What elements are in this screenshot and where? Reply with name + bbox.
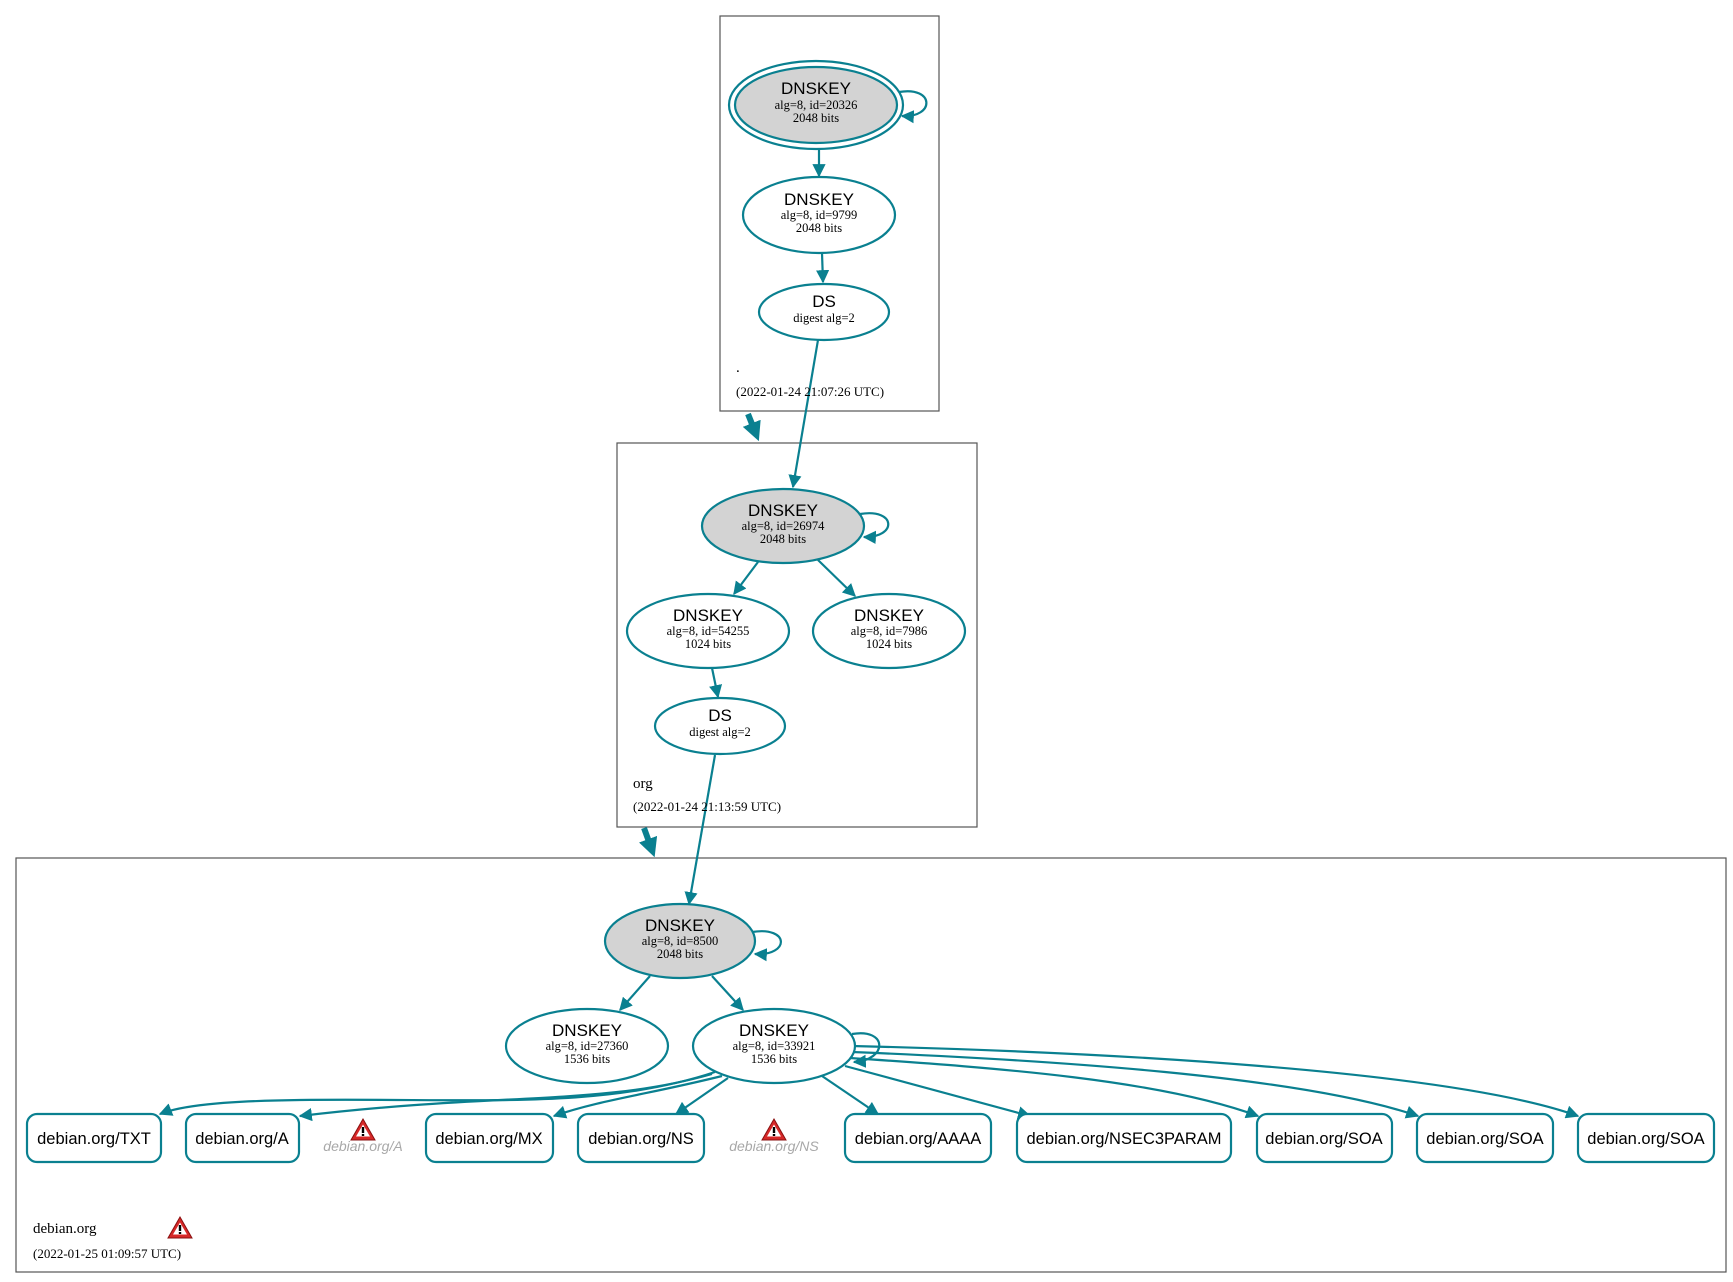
node-detail: digest alg=2 bbox=[689, 725, 751, 739]
node-detail: 1024 bits bbox=[685, 637, 731, 651]
node-debian-zsk-33921[interactable]: DNSKEY alg=8, id=33921 1536 bits bbox=[691, 1007, 857, 1085]
node-detail: alg=8, id=20326 bbox=[775, 98, 858, 112]
edge-org-ksk-zsk1 bbox=[733, 561, 759, 596]
node-title: DS bbox=[812, 292, 836, 311]
node-title: DNSKEY bbox=[748, 501, 818, 520]
edge-root-ds-org-ksk bbox=[788, 339, 820, 489]
node-detail: 2048 bits bbox=[760, 532, 806, 546]
edge-deb-ksk-zsk1 bbox=[619, 975, 651, 1011]
ghost-rrset-label: debian.org/A bbox=[323, 1138, 402, 1154]
node-root-ds[interactable]: DS digest alg=2 bbox=[757, 282, 891, 342]
node-title: DS bbox=[708, 706, 732, 725]
node-detail: alg=8, id=33921 bbox=[733, 1039, 816, 1053]
rrset-debian-mx[interactable]: debian.org/MX bbox=[424, 1112, 555, 1164]
rrset-debian-ns[interactable]: debian.org/NS bbox=[576, 1112, 706, 1164]
node-detail: 2048 bits bbox=[657, 947, 703, 961]
edge-org-ds-debian-ksk bbox=[684, 754, 717, 906]
rrset-label: debian.org/NS bbox=[588, 1130, 694, 1148]
edge-root-zsk-ds bbox=[815, 252, 830, 284]
delegation-arrow-root-org bbox=[742, 412, 761, 442]
node-title: DNSKEY bbox=[739, 1021, 809, 1040]
rrset-label: debian.org/TXT bbox=[37, 1130, 151, 1148]
zone-debian-box bbox=[15, 857, 1727, 1273]
node-detail: 2048 bits bbox=[796, 221, 842, 235]
node-detail: alg=8, id=27360 bbox=[546, 1039, 629, 1053]
ghost-rrset-debian-a[interactable]: debian.org/A bbox=[323, 1118, 403, 1154]
rrset-debian-soa-2[interactable]: debian.org/SOA bbox=[1415, 1112, 1555, 1164]
edge-deb-zsk2-mx bbox=[552, 1074, 723, 1119]
edge-deb-ksk-zsk2 bbox=[711, 975, 744, 1011]
rrset-label: debian.org/A bbox=[195, 1130, 289, 1148]
rrset-debian-aaaa[interactable]: debian.org/AAAA bbox=[843, 1112, 993, 1164]
edge-org-zsk1-ds bbox=[709, 667, 723, 699]
edge-deb-zsk2-soa3 bbox=[851, 1044, 1580, 1119]
node-detail: digest alg=2 bbox=[793, 311, 855, 325]
node-detail: 2048 bits bbox=[793, 111, 839, 125]
ghost-rrset-debian-ns[interactable]: debian.org/NS bbox=[729, 1118, 819, 1154]
node-detail: alg=8, id=7986 bbox=[851, 624, 928, 638]
node-org-ds[interactable]: DS digest alg=2 bbox=[653, 696, 787, 756]
rrset-label: debian.org/MX bbox=[435, 1130, 542, 1148]
node-detail: alg=8, id=54255 bbox=[667, 624, 750, 638]
zone-root-timestamp: (2022-01-24 21:07:26 UTC) bbox=[736, 384, 884, 399]
rrset-debian-nsec3param[interactable]: debian.org/NSEC3PARAM bbox=[1015, 1112, 1233, 1164]
rrset-label: debian.org/AAAA bbox=[855, 1130, 982, 1148]
delegation-arrow-org-debian bbox=[639, 826, 658, 858]
edge-root-ksk-self bbox=[898, 90, 928, 124]
zone-debian-timestamp: (2022-01-25 01:09:57 UTC) bbox=[33, 1246, 181, 1261]
node-title: DNSKEY bbox=[784, 190, 854, 209]
node-org-ksk[interactable]: DNSKEY alg=8, id=26974 2048 bits bbox=[700, 487, 866, 565]
node-title: DNSKEY bbox=[645, 916, 715, 935]
node-title: DNSKEY bbox=[854, 606, 924, 625]
ghost-rrset-label: debian.org/NS bbox=[729, 1138, 819, 1154]
zone-root-name: . bbox=[736, 360, 740, 376]
rrset-label: debian.org/SOA bbox=[1587, 1130, 1704, 1148]
node-root-zsk[interactable]: DNSKEY alg=8, id=9799 2048 bits bbox=[741, 175, 897, 255]
rrset-debian-txt[interactable]: debian.org/TXT bbox=[25, 1112, 163, 1164]
edge-deb-zsk2-ns bbox=[674, 1077, 729, 1115]
edge-org-ksk-zsk2 bbox=[817, 559, 856, 597]
rrset-debian-soa-3[interactable]: debian.org/SOA bbox=[1576, 1112, 1716, 1164]
node-detail: 1536 bits bbox=[564, 1052, 610, 1066]
edge-deb-ksk-self bbox=[751, 930, 782, 962]
rrset-debian-a[interactable]: debian.org/A bbox=[184, 1112, 301, 1164]
node-detail: alg=8, id=9799 bbox=[781, 208, 858, 222]
rrset-label: debian.org/SOA bbox=[1265, 1130, 1382, 1148]
node-detail: alg=8, id=8500 bbox=[642, 934, 719, 948]
node-detail: 1536 bits bbox=[751, 1052, 797, 1066]
edge-org-ksk-self bbox=[859, 512, 890, 544]
rrset-debian-soa-1[interactable]: debian.org/SOA bbox=[1255, 1112, 1394, 1164]
node-root-ksk[interactable]: DNSKEY alg=8, id=20326 2048 bits bbox=[727, 59, 905, 151]
node-debian-zsk-27360[interactable]: DNSKEY alg=8, id=27360 1536 bits bbox=[504, 1007, 670, 1085]
node-org-zsk-7986[interactable]: DNSKEY alg=8, id=7986 1024 bits bbox=[811, 592, 967, 670]
edge-deb-zsk2-self bbox=[851, 1032, 881, 1068]
node-title: DNSKEY bbox=[552, 1021, 622, 1040]
node-title: DNSKEY bbox=[781, 79, 851, 98]
node-debian-ksk[interactable]: DNSKEY alg=8, id=8500 2048 bits bbox=[603, 902, 757, 980]
edge-deb-zsk2-soa1 bbox=[849, 1056, 1260, 1119]
zone-debian-name: debian.org bbox=[33, 1221, 97, 1237]
node-title: DNSKEY bbox=[673, 606, 743, 625]
zone-org-name: org bbox=[633, 776, 653, 792]
zone-org-timestamp: (2022-01-24 21:13:59 UTC) bbox=[633, 799, 781, 814]
rrset-label: debian.org/SOA bbox=[1426, 1130, 1543, 1148]
edge-deb-zsk2-aaaa bbox=[821, 1075, 880, 1115]
edge-deb-zsk2-txt bbox=[158, 1070, 716, 1116]
edge-deb-zsk2-soa2 bbox=[851, 1050, 1420, 1119]
node-org-zsk-54255[interactable]: DNSKEY alg=8, id=54255 1024 bits bbox=[625, 592, 791, 670]
node-detail: alg=8, id=26974 bbox=[742, 519, 826, 533]
edge-deb-zsk2-a bbox=[298, 1072, 713, 1122]
node-detail: 1024 bits bbox=[866, 637, 912, 651]
rrset-label: debian.org/NSEC3PARAM bbox=[1026, 1130, 1221, 1148]
edge-deb-zsk2-nsec3param bbox=[844, 1064, 1032, 1120]
